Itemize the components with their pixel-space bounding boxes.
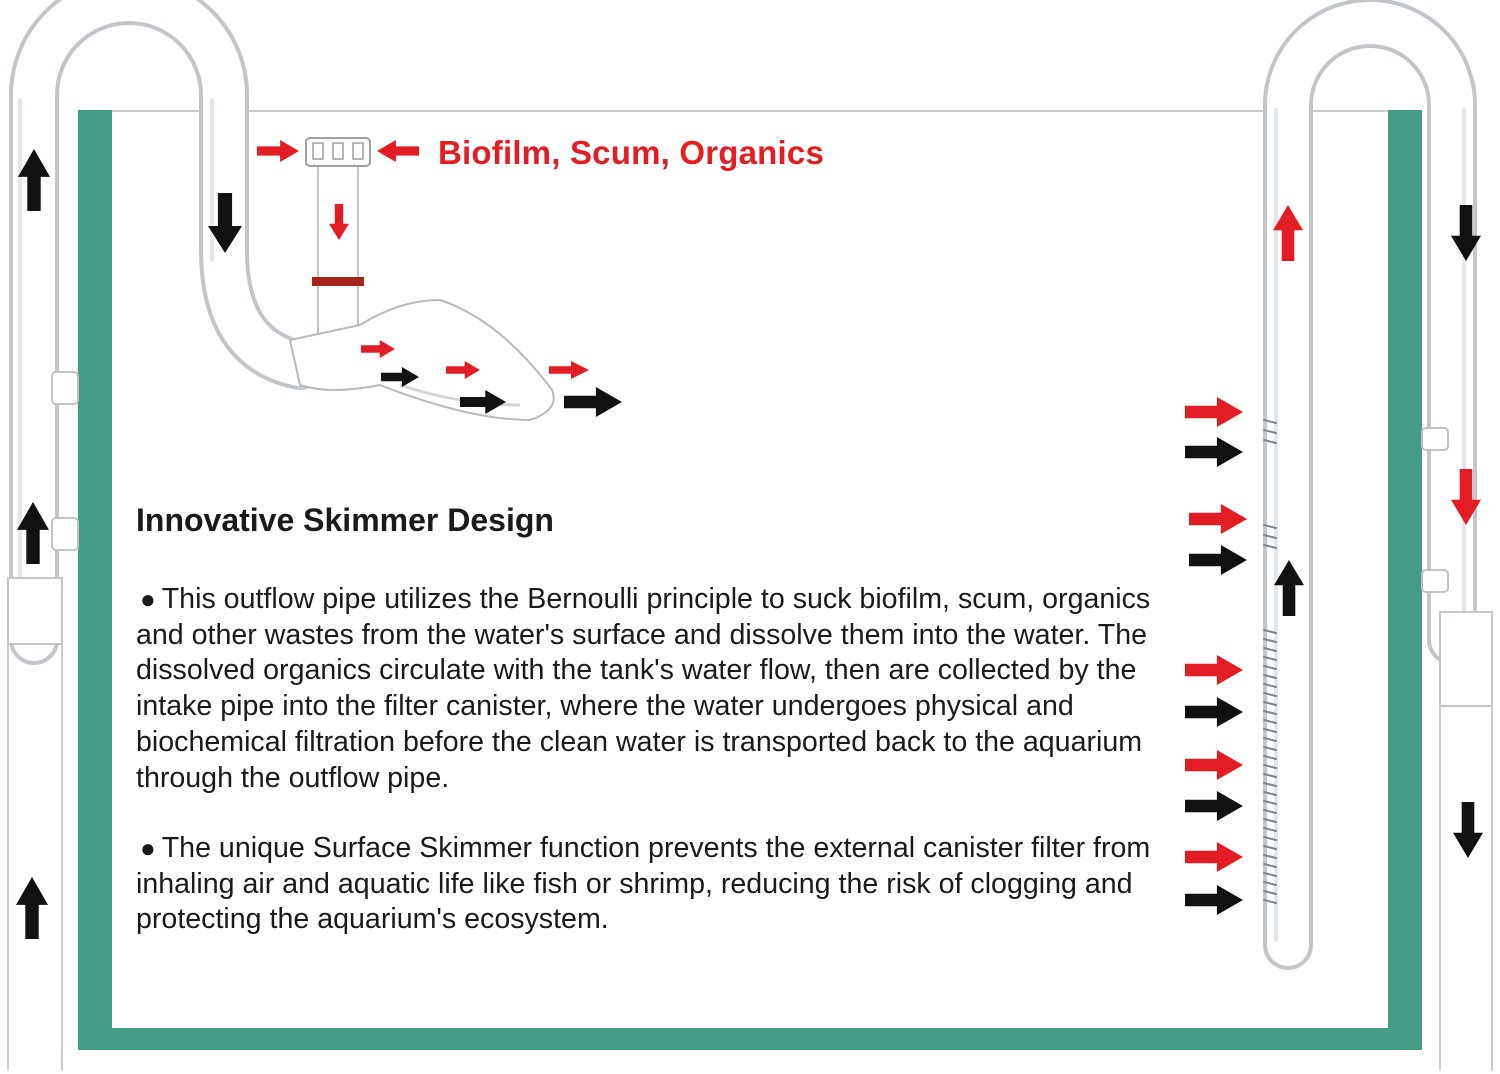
intake-arrow-right-icon bbox=[1185, 791, 1243, 821]
paragraph-text: The unique Surface Skimmer function prev… bbox=[136, 832, 1151, 936]
flow-arrows bbox=[16, 140, 1483, 939]
description-paragraph-1: ●This outflow pipe utilizes the Bernoull… bbox=[136, 582, 1171, 796]
intake-arrow-right-icon bbox=[1185, 437, 1243, 467]
surface-debris-label: Biofilm, Scum, Organics bbox=[438, 134, 825, 171]
intake-arrow-right-icon bbox=[1185, 397, 1243, 427]
flow-arrow-up-icon bbox=[17, 502, 49, 564]
section-heading: Innovative Skimmer Design bbox=[136, 502, 554, 538]
flow-arrow-right-icon bbox=[381, 367, 419, 387]
intake-arrow-up-icon bbox=[1273, 205, 1303, 261]
intake-arrow-right-icon bbox=[1189, 545, 1247, 575]
bullet-icon: ● bbox=[140, 833, 156, 863]
intake-arrow-right-icon bbox=[1185, 750, 1243, 780]
intake-arrow-right-icon bbox=[1185, 885, 1243, 915]
flow-arrow-right-icon bbox=[446, 361, 480, 379]
flow-arrow-up-icon bbox=[16, 877, 48, 939]
paragraph-text: This outflow pipe utilizes the Bernoulli… bbox=[136, 583, 1151, 794]
intake-arrow-up-icon bbox=[1274, 560, 1304, 616]
outflow-pipe bbox=[7, 0, 325, 1071]
flow-arrow-up-icon bbox=[18, 149, 50, 211]
intake-arrow-right-icon bbox=[1189, 504, 1247, 534]
intake-arrow-right-icon bbox=[1185, 655, 1243, 685]
intake-arrow-right-icon bbox=[1185, 697, 1243, 727]
intake-pipe bbox=[1263, 0, 1493, 1071]
description-paragraph-2: ●The unique Surface Skimmer function pre… bbox=[136, 831, 1171, 938]
aquarium-tank bbox=[78, 110, 1422, 1050]
flow-arrow-right-icon bbox=[549, 361, 589, 379]
suction-arrow-down-icon bbox=[329, 204, 349, 240]
flow-arrow-down-icon bbox=[208, 193, 242, 253]
debris-arrow-right-icon bbox=[257, 140, 299, 162]
flow-arrow-right-icon bbox=[564, 387, 622, 417]
return-arrow-down-icon bbox=[1451, 469, 1481, 525]
bullet-icon: ● bbox=[140, 584, 156, 614]
flow-arrow-right-icon bbox=[361, 340, 395, 358]
flow-arrow-right-icon bbox=[460, 390, 506, 414]
return-arrow-down-icon bbox=[1451, 205, 1481, 261]
return-arrow-down-icon bbox=[1453, 802, 1483, 858]
skimmer-nozzle bbox=[288, 137, 555, 422]
debris-arrow-left-icon bbox=[377, 140, 419, 162]
intake-arrow-right-icon bbox=[1185, 842, 1243, 872]
